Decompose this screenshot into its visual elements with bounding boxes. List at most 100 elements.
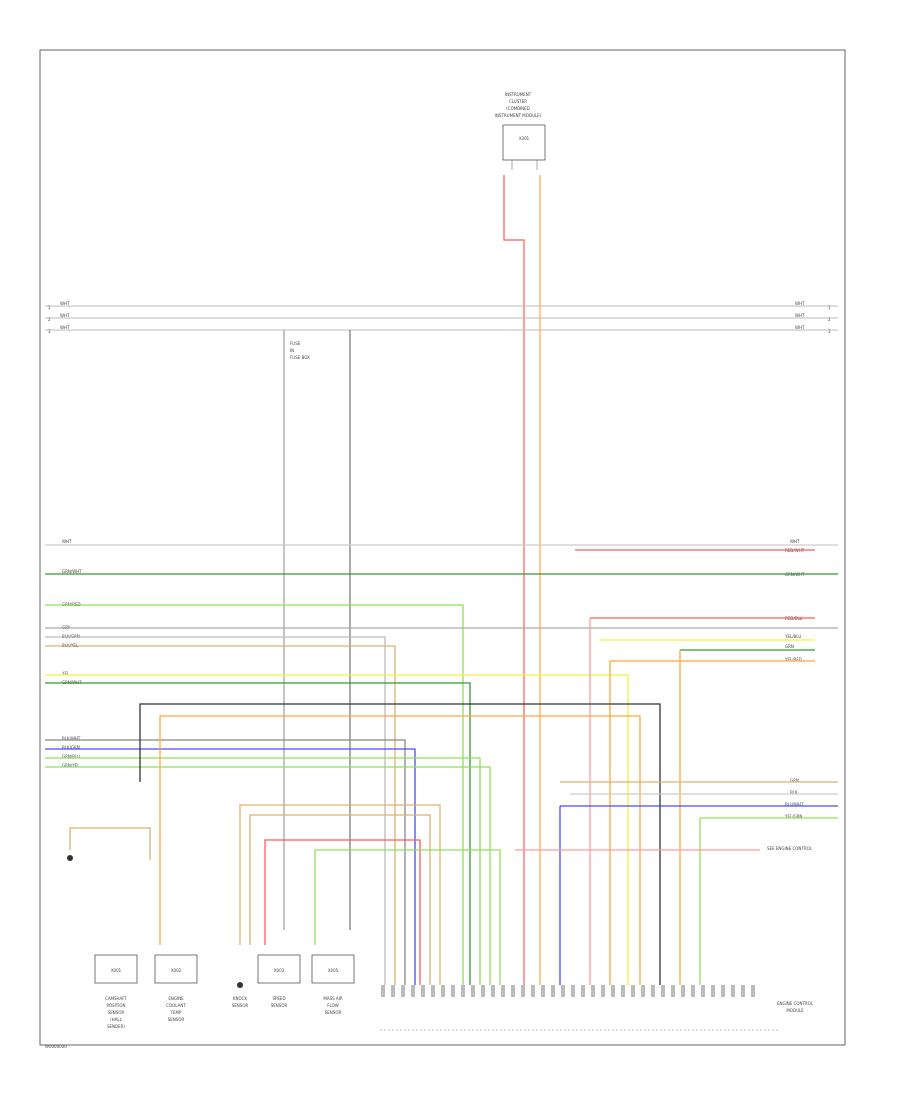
ecm-pin — [541, 985, 545, 997]
bus-number-2: 3 — [48, 329, 51, 334]
sensor-caption-4-1: FLOW — [327, 1003, 339, 1008]
bus-number-right-0: 1 — [828, 305, 831, 310]
right-label-0: WHT — [790, 539, 800, 544]
ecm-pin — [751, 985, 755, 997]
ecm-pin — [581, 985, 585, 997]
ecm-pin — [441, 985, 445, 997]
ground-symbol — [67, 855, 73, 861]
ecm-pin — [711, 985, 715, 997]
ecm-pin — [611, 985, 615, 997]
ecm-pin — [591, 985, 595, 997]
ecm-pin — [421, 985, 425, 997]
top-module-caption-1: CLUSTER — [509, 99, 527, 104]
sensor-caption-1-3: SENSOR — [168, 1017, 185, 1022]
sensor-box-label-4: X005 — [328, 968, 339, 973]
ecm-pin — [431, 985, 435, 997]
left-label-6: YEL — [61, 671, 70, 676]
left-label-1: GRN/WHT — [62, 569, 82, 574]
top-module-caption-3: INSTRUMENT MODULE) — [495, 113, 542, 118]
right-label-8: BLK — [790, 790, 798, 795]
ecm-caption-1: MODULE — [786, 1008, 804, 1013]
bus-right-label-2: WHT — [795, 325, 805, 330]
ecm-pin — [461, 985, 465, 997]
bus-left-label-0: WHT — [60, 301, 70, 306]
top-module-caption-2: (COMBINED — [506, 106, 529, 111]
ecm-pin — [671, 985, 675, 997]
ecm-connector — [381, 985, 755, 997]
sensor-caption-1-2: TEMP — [170, 1010, 182, 1015]
sensor-caption-4-0: MASS AIR — [323, 996, 342, 1001]
sensor-caption-1-0: ENGINE — [168, 996, 184, 1001]
ecm-pin — [511, 985, 515, 997]
sensor-caption-0-1: POSITION — [106, 1003, 125, 1008]
footer-code: W0000000 — [45, 1044, 67, 1049]
sensor-caption-3-1: SENSOR — [232, 1003, 249, 1008]
left-label-10: GRN/BLU — [62, 754, 80, 759]
ecm-pin — [651, 985, 655, 997]
right-label-9: BLU/WHT — [785, 802, 804, 807]
ecm-pin — [481, 985, 485, 997]
ecm-pin — [401, 985, 405, 997]
side-note: SEE ENGINE CONTROL — [767, 846, 813, 851]
fuse-note-1: IN — [290, 348, 294, 353]
sensor-camshaft: X001 CAMSHAFT POSITION SENSOR (HALL SEND… — [94, 954, 138, 1029]
bus-right-label-1: WHT — [795, 313, 805, 318]
right-labels: WHT RED/WHT GRN/WHT RED/BLU YEL/BLU GRN … — [784, 539, 805, 819]
ecm-pin — [601, 985, 605, 997]
top-module-box — [502, 124, 546, 161]
sensor-knock: KNOCK SENSOR — [232, 982, 249, 1008]
sensor-speed: X003 SPEED SENSOR — [257, 954, 301, 1008]
sensor-caption-3-0: KNOCK — [233, 996, 248, 1001]
ecm-pin — [521, 985, 525, 997]
sensor-caption-2-1: SENSOR — [271, 1003, 288, 1008]
sensor-box-label-0: X001 — [111, 968, 122, 973]
top-module-box-label: X301 — [519, 136, 530, 141]
sensor-caption-4-2: SENSOR — [325, 1010, 342, 1015]
ecm-pin — [561, 985, 565, 997]
fuse-note-2: FUSE BOX — [290, 355, 310, 360]
bus-number-0: 1 — [48, 305, 51, 310]
ecm-pin — [661, 985, 665, 997]
right-label-4: YEL/BLU — [784, 634, 801, 639]
right-label-5: GRN — [785, 644, 794, 649]
ecm-pin — [491, 985, 495, 997]
diagram-frame — [39, 49, 846, 1046]
right-label-10: YEL/GRN — [784, 814, 802, 819]
bus-right-label-0: WHT — [795, 301, 805, 306]
ecm-pin — [621, 985, 625, 997]
bus-number-right-2: 3 — [828, 329, 831, 334]
ecm-pin — [551, 985, 555, 997]
ecm-pin — [531, 985, 535, 997]
trunk-wire-red — [503, 175, 525, 985]
ecm-pin — [501, 985, 505, 997]
left-label-8: BLK/WHT — [62, 736, 81, 741]
ecm-pin — [691, 985, 695, 997]
sensor-caption-0-2: SENSOR — [108, 1010, 125, 1015]
sensor-caption-0-3: (HALL — [110, 1017, 123, 1022]
fuse-note-0: FUSE — [290, 341, 301, 346]
ecm-pin — [471, 985, 475, 997]
sensor-maf: X005 MASS AIR FLOW SENSOR — [311, 954, 355, 1015]
sensor-caption-1-1: COOLANT — [166, 1003, 186, 1008]
bus-number-right-1: 2 — [828, 317, 831, 322]
bus-left-label-2: WHT — [60, 325, 70, 330]
left-label-0: WHT — [62, 539, 72, 544]
ecm-pin — [741, 985, 745, 997]
ecm-pin — [721, 985, 725, 997]
sensor-coolant: X002 ENGINE COOLANT TEMP SENSOR — [154, 954, 198, 1022]
ecm-pin — [451, 985, 455, 997]
bus-number-1: 2 — [48, 317, 51, 322]
bus-rows: WHT WHT WHT WHT WHT WHT 1 2 3 1 2 3 — [45, 301, 838, 334]
ecm-pin — [391, 985, 395, 997]
sensor-caption-0-4: SENDER) — [107, 1024, 125, 1029]
ecm-pin — [631, 985, 635, 997]
left-label-9: BLK/GRN — [62, 745, 80, 750]
right-label-6: YEL/RED — [784, 657, 802, 662]
left-label-11: GRN/YEL — [62, 763, 80, 768]
sensor-box-label-2: X003 — [274, 968, 285, 973]
horizontal-wires — [45, 544, 838, 985]
ecm-pin — [571, 985, 575, 997]
ecm-pin — [701, 985, 705, 997]
right-label-7: GRN — [790, 778, 799, 783]
